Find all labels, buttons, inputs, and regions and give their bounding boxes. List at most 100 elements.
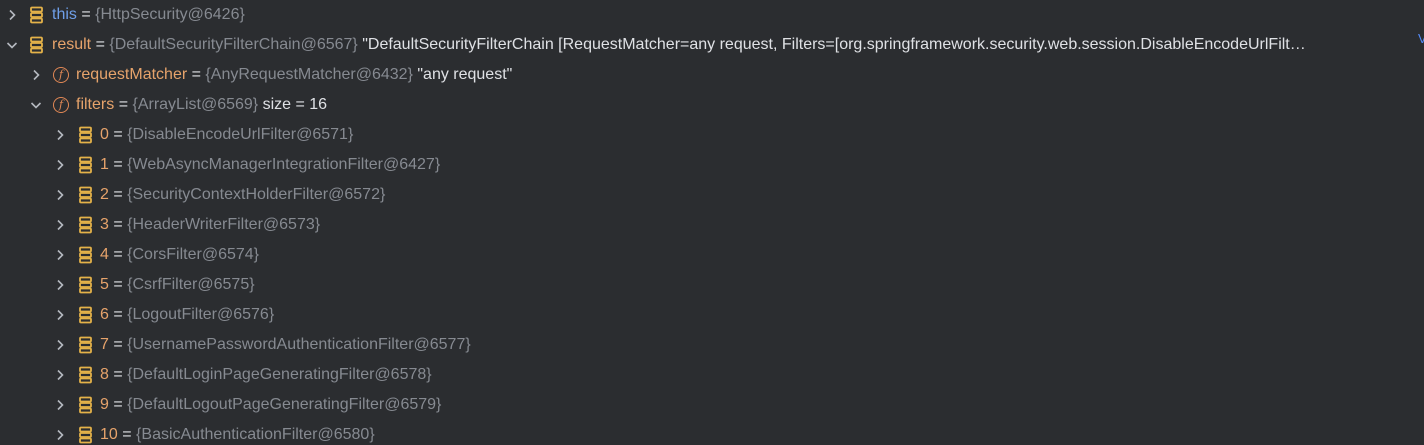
variable-stack-icon xyxy=(78,360,94,390)
object-reference: {LogoutFilter@6576} xyxy=(127,306,275,323)
variable-line: 1 = {WebAsyncManagerIntegrationFilter@64… xyxy=(100,150,440,180)
equals-sign: = xyxy=(191,66,201,83)
object-reference: {CorsFilter@6574} xyxy=(127,246,260,263)
variable-line: 7 = {UsernamePasswordAuthenticationFilte… xyxy=(100,330,471,360)
variable-name: filters xyxy=(76,96,115,113)
object-reference: {SecurityContextHolderFilter@6572} xyxy=(127,186,386,203)
variable-stack-icon xyxy=(78,330,94,360)
item-index: 1 xyxy=(100,156,109,173)
variable-line: requestMatcher = {AnyRequestMatcher@6432… xyxy=(76,60,512,90)
variable-stack-icon xyxy=(78,240,94,270)
equals-sign: = xyxy=(118,96,129,113)
tree-row-filter-item[interactable]: 6 = {LogoutFilter@6576} xyxy=(0,300,1424,330)
tree-row-filter-item[interactable]: 5 = {CsrfFilter@6575} xyxy=(0,270,1424,300)
chevron-right-icon[interactable] xyxy=(53,390,67,420)
collection-size: size = 16 xyxy=(262,96,328,113)
tree-row-filter-item[interactable]: 7 = {UsernamePasswordAuthenticationFilte… xyxy=(0,330,1424,360)
object-reference: {DefaultLogoutPageGeneratingFilter@6579} xyxy=(127,396,442,413)
variable-line: 10 = {BasicAuthenticationFilter@6580} xyxy=(100,420,375,445)
chevron-down-icon[interactable] xyxy=(29,90,43,120)
chevron-right-icon[interactable] xyxy=(53,120,67,150)
variable-name: requestMatcher xyxy=(76,66,188,83)
equals-sign: = xyxy=(113,306,123,323)
equals-sign: = xyxy=(122,426,132,443)
object-reference: {AnyRequestMatcher@6432} xyxy=(205,66,413,83)
chevron-right-icon[interactable] xyxy=(53,210,67,240)
tree-row-result[interactable]: result = {DefaultSecurityFilterChain@656… xyxy=(0,30,1424,60)
equals-sign: = xyxy=(113,156,123,173)
chevron-right-icon[interactable] xyxy=(53,240,67,270)
chevron-down-icon[interactable] xyxy=(5,30,19,60)
tree-row-filter-item[interactable]: 0 = {DisableEncodeUrlFilter@6571} xyxy=(0,120,1424,150)
variable-line: filters = {ArrayList@6569} size = 16 xyxy=(76,90,327,120)
object-reference: {UsernamePasswordAuthenticationFilter@65… xyxy=(127,336,471,353)
equals-sign: = xyxy=(113,366,123,383)
equals-sign: = xyxy=(113,246,123,263)
tree-row-filter-item[interactable]: 4 = {CorsFilter@6574} xyxy=(0,240,1424,270)
item-index: 4 xyxy=(100,246,109,263)
object-reference: {DefaultSecurityFilterChain@6567} xyxy=(109,36,358,53)
item-index: 10 xyxy=(100,426,118,443)
variable-stack-icon xyxy=(29,0,45,30)
tree-row-filter-item[interactable]: 3 = {HeaderWriterFilter@6573} xyxy=(0,210,1424,240)
variable-line: this = {HttpSecurity@6426} xyxy=(52,0,245,30)
item-index: 7 xyxy=(100,336,109,353)
tree-row-filter-item[interactable]: 8 = {DefaultLoginPageGeneratingFilter@65… xyxy=(0,360,1424,390)
object-reference: {CsrfFilter@6575} xyxy=(127,276,255,293)
field-f-icon: f xyxy=(52,90,70,120)
equals-sign: = xyxy=(95,36,105,53)
chevron-right-icon[interactable] xyxy=(53,420,67,445)
chevron-right-icon[interactable] xyxy=(53,360,67,390)
tree-row-filter-item[interactable]: 9 = {DefaultLogoutPageGeneratingFilter@6… xyxy=(0,390,1424,420)
variable-stack-icon xyxy=(78,150,94,180)
variable-stack-icon xyxy=(29,30,45,60)
tree-row-filter-item[interactable]: 2 = {SecurityContextHolderFilter@6572} xyxy=(0,180,1424,210)
chevron-right-icon[interactable] xyxy=(53,330,67,360)
tree-row-filter-item[interactable]: 1 = {WebAsyncManagerIntegrationFilter@64… xyxy=(0,150,1424,180)
variable-stack-icon xyxy=(78,210,94,240)
equals-sign: = xyxy=(113,396,123,413)
variable-line: 6 = {LogoutFilter@6576} xyxy=(100,300,274,330)
variable-line: result = {DefaultSecurityFilterChain@656… xyxy=(52,30,1306,60)
chevron-right-icon[interactable] xyxy=(53,270,67,300)
chevron-right-icon[interactable] xyxy=(5,0,19,30)
variable-line: 4 = {CorsFilter@6574} xyxy=(100,240,259,270)
chevron-right-icon[interactable] xyxy=(53,300,67,330)
chevron-right-icon[interactable] xyxy=(53,180,67,210)
tree-row-requestmatcher[interactable]: f requestMatcher = {AnyRequestMatcher@64… xyxy=(0,60,1424,90)
object-reference: {HeaderWriterFilter@6573} xyxy=(127,216,321,233)
chevron-right-icon[interactable] xyxy=(29,60,43,90)
tree-row-this[interactable]: this = {HttpSecurity@6426} xyxy=(0,0,1424,30)
object-reference: {BasicAuthenticationFilter@6580} xyxy=(136,426,375,443)
variable-line: 2 = {SecurityContextHolderFilter@6572} xyxy=(100,180,385,210)
equals-sign: = xyxy=(81,6,91,23)
variable-stack-icon xyxy=(78,390,94,420)
item-index: 5 xyxy=(100,276,109,293)
object-reference: {ArrayList@6569} xyxy=(132,96,259,113)
item-index: 8 xyxy=(100,366,109,383)
variable-line: 3 = {HeaderWriterFilter@6573} xyxy=(100,210,320,240)
object-reference: {DefaultLoginPageGeneratingFilter@6578} xyxy=(127,366,432,383)
variable-name: this xyxy=(52,6,77,23)
variable-line: 8 = {DefaultLoginPageGeneratingFilter@65… xyxy=(100,360,432,390)
item-index: 2 xyxy=(100,186,109,203)
variable-line: 5 = {CsrfFilter@6575} xyxy=(100,270,255,300)
variable-stack-icon xyxy=(78,120,94,150)
tree-row-filter-item[interactable]: 10 = {BasicAuthenticationFilter@6580} xyxy=(0,420,1424,445)
variable-stack-icon xyxy=(78,270,94,300)
field-f-icon: f xyxy=(52,60,70,90)
equals-sign: = xyxy=(113,186,123,203)
item-index: 0 xyxy=(100,126,109,143)
object-reference: {DisableEncodeUrlFilter@6571} xyxy=(127,126,354,143)
variable-stack-icon xyxy=(78,180,94,210)
equals-sign: = xyxy=(113,126,123,143)
equals-sign: = xyxy=(113,336,123,353)
equals-sign: = xyxy=(113,216,123,233)
tree-row-filters[interactable]: f filters = {ArrayList@6569} size = 16 xyxy=(0,90,1424,120)
view-value-link[interactable]: V xyxy=(1418,31,1424,46)
string-value: "any request" xyxy=(417,66,513,83)
chevron-right-icon[interactable] xyxy=(53,150,67,180)
variable-stack-icon xyxy=(78,420,94,445)
variable-line: 0 = {DisableEncodeUrlFilter@6571} xyxy=(100,120,353,150)
object-reference: {WebAsyncManagerIntegrationFilter@6427} xyxy=(127,156,441,173)
